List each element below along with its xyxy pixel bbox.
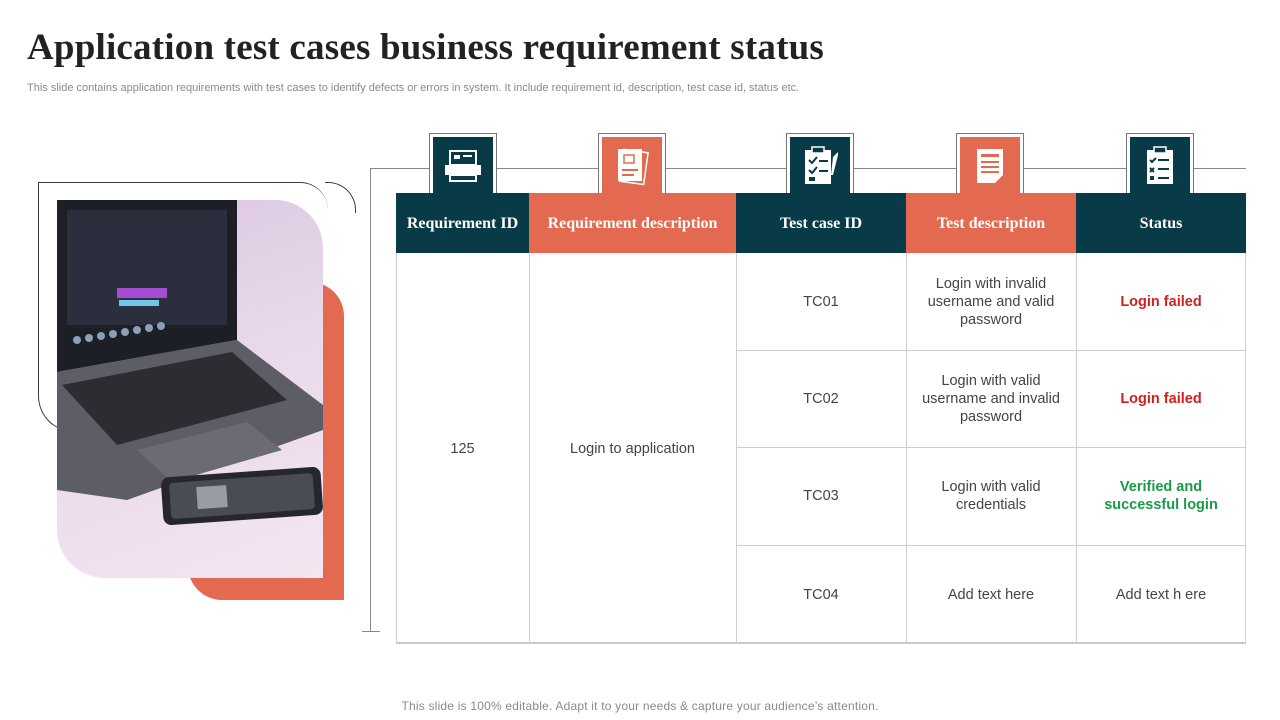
table-row-divider <box>736 447 1246 448</box>
icon-tile-test-description <box>956 133 1024 199</box>
test-case-id-cell: TC03 <box>803 488 839 504</box>
table-border-left <box>396 253 397 644</box>
table-row-divider <box>736 545 1246 546</box>
laptop-phone-illustration <box>57 200 323 525</box>
table-col-divider <box>529 253 530 644</box>
test-case-id-cell: TC04 <box>803 586 839 603</box>
icon-tile-status <box>1126 133 1194 199</box>
test-case-id-cell: TC02 <box>803 390 839 407</box>
table-border-right <box>1245 253 1246 644</box>
test-description-cell: Add text here <box>947 586 1035 603</box>
icon-tile-requirement-description <box>598 133 666 199</box>
laptop-phone-photo <box>57 200 323 578</box>
connector-vertical-line <box>370 168 371 632</box>
header-requirement-description: Requirement description <box>529 193 736 253</box>
table-col-divider <box>736 253 737 644</box>
table-col-divider <box>1076 253 1077 644</box>
connector-bottom-tick <box>362 631 380 632</box>
header-status: Status <box>1076 193 1246 253</box>
document-stack-icon <box>618 148 649 186</box>
test-description-cell: Login with invalid username and valid pa… <box>927 275 1055 328</box>
table-row-divider <box>736 350 1246 351</box>
footer-note: This slide is 100% editable. Adapt it to… <box>401 699 879 713</box>
status-cell: Login failed <box>1120 390 1202 407</box>
requirement-description-cell: Login to application <box>570 440 695 457</box>
header-requirement-id: Requirement ID <box>396 193 529 253</box>
icon-tile-requirement-id <box>429 133 497 199</box>
header-test-case-id: Test case ID <box>736 193 906 253</box>
table-header: Requirement ID Requirement description T… <box>396 193 1246 253</box>
requirement-id-cell: 125 <box>450 440 475 457</box>
test-description-cell: Login with valid username and invalid pa… <box>922 372 1060 425</box>
task-list-clipboard-icon <box>1147 146 1173 184</box>
header-test-description: Test description <box>906 193 1076 253</box>
printer-icon <box>445 150 481 182</box>
page-title: Application test cases business requirem… <box>27 27 824 68</box>
status-cell: Verified and successful login <box>1104 479 1218 513</box>
requirements-table: Requirement ID Requirement description T… <box>396 193 1246 644</box>
status-cell: Add text h ere <box>1115 586 1207 603</box>
test-description-cell: Login with valid credentials <box>941 479 1041 513</box>
test-case-id-cell: TC01 <box>803 293 839 310</box>
page-subtitle: This slide contains application requirem… <box>27 82 800 94</box>
report-document-icon <box>977 149 1003 183</box>
icon-tile-test-case-id <box>786 133 854 199</box>
status-cell: Login failed <box>1120 293 1202 310</box>
table-col-divider <box>906 253 907 644</box>
checklist-clipboard-icon <box>805 146 838 184</box>
